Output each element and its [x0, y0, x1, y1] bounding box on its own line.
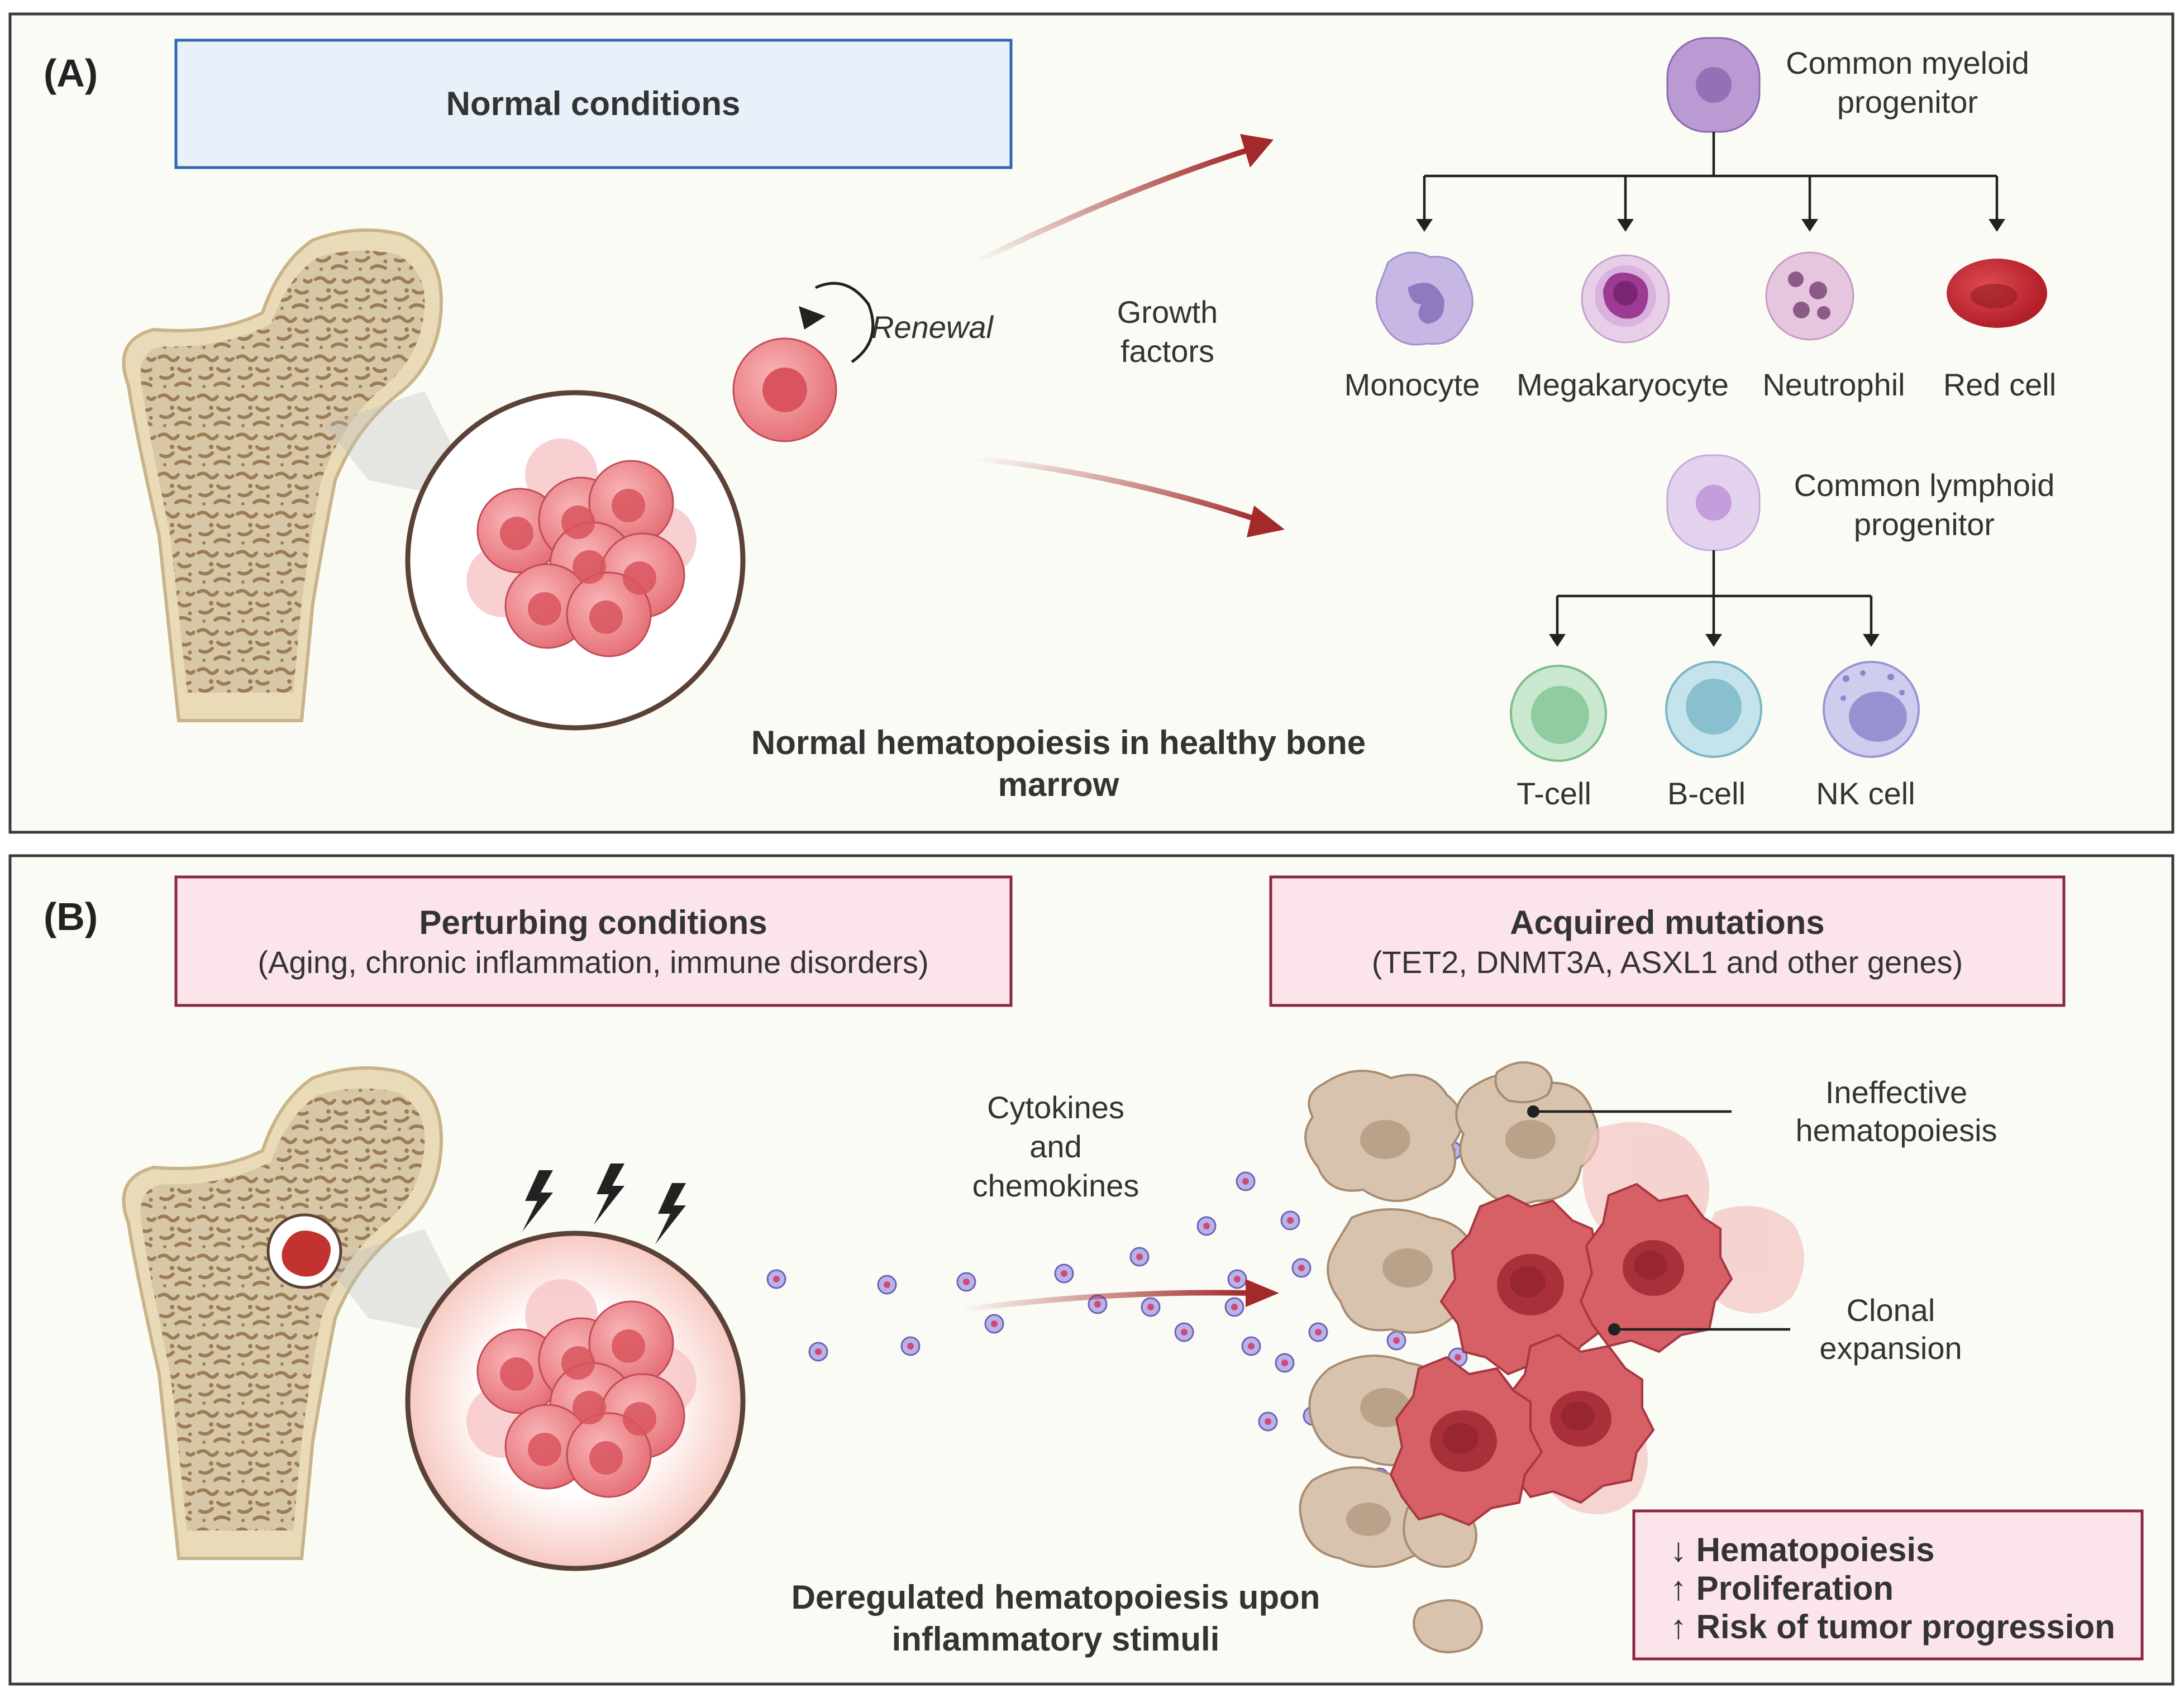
- monocyte-label: Monocyte: [1344, 367, 1480, 402]
- cytokine-particle-core: [1231, 1304, 1238, 1310]
- lymphoid-tree-lines: [1556, 550, 1873, 637]
- cytokine-particle-core: [1094, 1301, 1101, 1308]
- perturbing-title: Perturbing conditions: [419, 904, 767, 941]
- cytokine-particle-core: [1281, 1360, 1288, 1366]
- hsc-cluster-inflamed: [405, 1231, 746, 1571]
- arrow-to-myeloid-head-icon: [1240, 134, 1274, 168]
- panel-b: (B) Perturbing conditions (Aging, chroni…: [8, 854, 2175, 1686]
- clonal-expansion-mass: [1389, 1182, 1733, 1527]
- myeloid-name-1: Common myeloid: [1786, 45, 2029, 80]
- arrow-cytokines-head-icon: [1246, 1279, 1279, 1307]
- mutations-title: Acquired mutations: [1510, 904, 1824, 941]
- perturbing-conditions-box: [174, 875, 1013, 1007]
- perturbing-subtitle: (Aging, chronic inflammation, immune dis…: [257, 945, 928, 980]
- effect-tumor-risk: ↑ Risk of tumor progression: [1670, 1608, 2115, 1646]
- hsc-cluster-magnified: [405, 390, 746, 731]
- ineffective-cell-nuclei: [1346, 1120, 1556, 1536]
- cytokine-particle-core: [1248, 1343, 1255, 1349]
- cytokine-particle-core: [1234, 1276, 1241, 1282]
- panel-a-letter: (A): [44, 51, 98, 95]
- cytokine-particle-core: [773, 1276, 780, 1282]
- panel-b-letter: (B): [44, 895, 98, 938]
- cytokine-particle-core: [1455, 1354, 1461, 1361]
- clonal-callout-dot: [1608, 1323, 1620, 1336]
- red-cell-icon: [1947, 259, 2047, 328]
- growth-factors-label-1: Growth: [1117, 294, 1218, 330]
- panel-a-caption-1: Normal hematopoiesis in healthy bone: [751, 724, 1366, 761]
- megakaryocyte-label: Megakaryocyte: [1517, 367, 1729, 402]
- ineffective-label-1: Ineffective: [1825, 1075, 1967, 1110]
- neutrophil-icon: [1765, 251, 1854, 341]
- panel-a-caption-2: marrow: [998, 766, 1119, 803]
- arrow-to-myeloid: [973, 148, 1247, 265]
- hsc-cell: [732, 337, 837, 442]
- cytokine-particle-core: [1136, 1253, 1143, 1260]
- renewal-loop-icon: [814, 282, 875, 364]
- ineffective-label-2: hematopoiesis: [1795, 1113, 1997, 1148]
- cytokine-particle-core: [1315, 1329, 1322, 1336]
- cytokine-particle-core: [1061, 1270, 1067, 1277]
- effect-hematopoiesis: ↓ Hematopoiesis: [1670, 1531, 1934, 1568]
- red-cell-label: Red cell: [1943, 367, 2056, 402]
- panel-b-caption-2: inflammatory stimuli: [892, 1620, 1220, 1658]
- clonal-label-1: Clonal: [1847, 1293, 1935, 1328]
- cytokines-label-2: and: [1029, 1129, 1081, 1164]
- lightning-bolts-icon: [522, 1163, 686, 1244]
- neutrophil-label: Neutrophil: [1762, 367, 1905, 402]
- cytokine-particle-core: [1298, 1265, 1305, 1271]
- myeloid-tree-lines: [1423, 132, 1999, 222]
- effect-proliferation: ↑ Proliferation: [1670, 1570, 1894, 1607]
- cytokines-label-1: Cytokines: [987, 1090, 1124, 1125]
- lymphoid-progenitor-cell: [1666, 454, 1761, 551]
- renewal-label: Renewal: [871, 309, 994, 345]
- t-cell-icon: [1510, 665, 1607, 762]
- mutations-subtitle: (TET2, DNMT3A, ASXL1 and other genes): [1372, 945, 1963, 980]
- t-cell-label: T-cell: [1517, 776, 1591, 811]
- arrow-cytokines: [960, 1290, 1249, 1313]
- nk-cell-label: NK cell: [1816, 776, 1915, 811]
- monocyte-icon: [1375, 251, 1474, 346]
- cytokine-particle-core: [1147, 1304, 1154, 1310]
- panel-b-caption-1: Deregulated hematopoiesis upon: [791, 1578, 1320, 1616]
- growth-factors-label-2: factors: [1120, 333, 1214, 369]
- normal-conditions-title: Normal conditions: [446, 85, 741, 122]
- panel-a: (A) Normal conditions: [8, 12, 2175, 834]
- cytokine-particle-core: [1265, 1418, 1271, 1425]
- myeloid-tree-arrowheads: [1416, 219, 2005, 232]
- b-cell-label: B-cell: [1667, 776, 1746, 811]
- megakaryocyte-icon: [1581, 254, 1670, 344]
- cytokines-label-3: chemokines: [972, 1168, 1139, 1203]
- femur-bone-inflamed-icon: [122, 1066, 480, 1560]
- effects-box: [1632, 1509, 2144, 1661]
- cytokine-particle-core: [991, 1320, 998, 1327]
- femur-bone-icon: [122, 228, 480, 722]
- ineffective-callout-dot: [1527, 1105, 1539, 1118]
- cytokine-particle-core: [963, 1279, 970, 1285]
- lymphoid-name-2: progenitor: [1854, 507, 1995, 542]
- myeloid-progenitor-cell: [1666, 37, 1761, 133]
- cytokine-particle-core: [815, 1348, 822, 1355]
- acquired-mutations-box: [1269, 875, 2066, 1007]
- cytokine-particle-core: [884, 1281, 890, 1288]
- lymphoid-tree-arrowheads: [1549, 634, 1880, 647]
- cytokine-particle-core: [1203, 1223, 1210, 1229]
- nk-cell-icon: [1823, 661, 1920, 758]
- arrow-to-lymphoid: [974, 455, 1258, 522]
- cytokine-particle-core: [1393, 1337, 1400, 1344]
- myeloid-name-2: progenitor: [1837, 84, 1978, 120]
- cytokine-particle-core: [1242, 1178, 1249, 1185]
- normal-conditions-box: [174, 39, 1013, 169]
- cytokine-particle-core: [1181, 1329, 1188, 1336]
- lymphoid-name-1: Common lymphoid: [1794, 468, 2055, 503]
- clonal-label-2: expansion: [1819, 1330, 1962, 1366]
- cytokine-particle-core: [907, 1343, 914, 1349]
- renewal-arrowhead-icon: [799, 306, 826, 330]
- cytokine-particle-core: [1287, 1217, 1294, 1224]
- b-cell-icon: [1665, 661, 1762, 758]
- arrow-to-lymphoid-head-icon: [1247, 505, 1285, 537]
